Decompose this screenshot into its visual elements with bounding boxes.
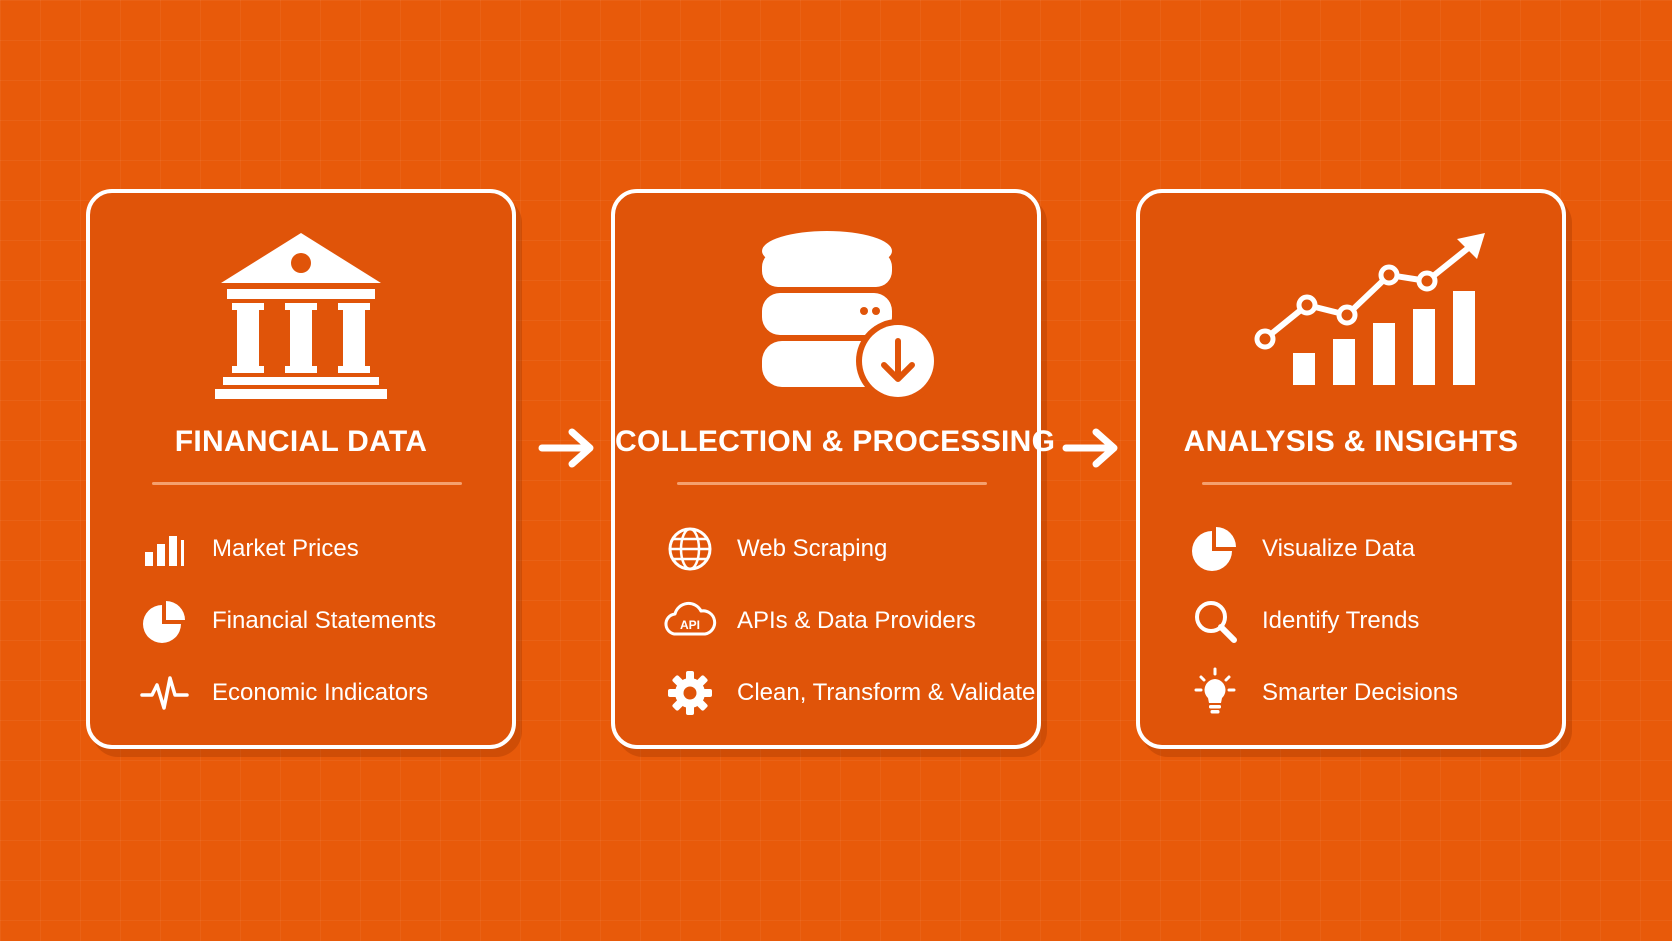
list-item-market-prices: Market Prices (140, 513, 492, 585)
stage-card-collection-processing: COLLECTION & PROCESSING Web Scraping (611, 189, 1056, 749)
flow-arrow (1062, 425, 1122, 471)
item-list: Web Scraping API APIs & Data Providers (664, 513, 1035, 729)
growth-chart-icon (1254, 233, 1485, 385)
list-item-visualize-data: Visualize Data (1190, 513, 1542, 585)
list-item-apis-data-providers: API APIs & Data Providers (664, 585, 1017, 657)
item-label: Web Scraping (737, 535, 888, 562)
pie-chart-icon (1192, 527, 1236, 571)
stage-card-analysis-insights: ANALYSIS & INSIGHTS Visualize Data (1136, 189, 1566, 749)
arrow-right-icon (538, 428, 594, 468)
lightbulb-icon (1194, 667, 1236, 714)
item-label: Clean, Transform & Validate (737, 679, 1036, 706)
api-cloud-icon: API (664, 601, 717, 636)
divider (677, 482, 987, 485)
list-item-clean-transform-validate: Clean, Transform & Validate (665, 657, 1035, 729)
list-item-economic-indicators: Economic Indicators (140, 657, 492, 729)
card-title: FINANCIAL DATA (174, 425, 428, 458)
globe-icon (668, 527, 712, 571)
hero-icon-wrap (90, 227, 512, 403)
item-label: Visualize Data (1262, 535, 1415, 562)
divider (1202, 482, 1512, 485)
item-label: Identify Trends (1262, 607, 1420, 634)
item-label: Economic Indicators (212, 679, 429, 706)
card-title: COLLECTION & PROCESSING (615, 425, 1056, 458)
pie-chart-icon (143, 601, 185, 643)
flow-arrow (538, 425, 598, 471)
list-item-identify-trends: Identify Trends (1190, 585, 1542, 657)
stage-card-financial-data: FINANCIAL DATA Market Prices (86, 189, 516, 749)
list-item-web-scraping: Web Scraping (665, 513, 1017, 585)
database-download-icon (762, 231, 940, 403)
pulse-line-icon (140, 676, 189, 710)
gear-icon (668, 671, 712, 715)
item-label: Market Prices (212, 535, 359, 562)
list-item-financial-statements: Financial Statements (140, 585, 492, 657)
hero-icon-wrap (615, 227, 1037, 403)
magnifier-icon (1195, 601, 1237, 643)
item-list: Market Prices Financial Statements Ec (140, 513, 492, 729)
hero-icon-wrap (1140, 227, 1562, 403)
item-list: Visualize Data Identify Trends (1190, 513, 1542, 729)
item-label: Financial Statements (212, 607, 437, 634)
svg-text:API: API (680, 618, 700, 632)
divider (152, 482, 462, 485)
bar-chart-icon (145, 536, 184, 566)
arrow-right-icon (1062, 428, 1118, 468)
item-label: Smarter Decisions (1262, 679, 1459, 706)
list-item-smarter-decisions: Smarter Decisions (1190, 657, 1542, 729)
card-title: ANALYSIS & INSIGHTS (1183, 425, 1519, 458)
bank-building-icon (215, 233, 387, 399)
item-label: APIs & Data Providers (737, 607, 976, 634)
